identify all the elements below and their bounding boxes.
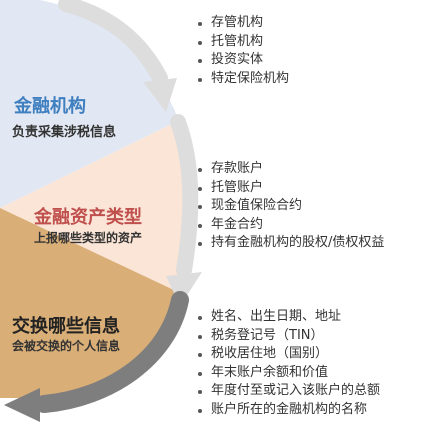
list-item: 年度付至或记入该账户的总额 bbox=[197, 382, 380, 401]
segment-3-list: 姓名、出生日期、地址 税务登记号（TIN） 税收居住地（国别） 年末账户余额和价… bbox=[197, 308, 380, 420]
segment-3-subtitle: 会被交换的个人信息 bbox=[12, 339, 121, 353]
list-item: 托管账户 bbox=[197, 179, 384, 198]
segment-2-list: 存款账户 托管账户 现金值保险合约 年金合约 持有金融机构的股权/债权权益 bbox=[197, 160, 384, 253]
list-item: 托管机构 bbox=[197, 33, 289, 52]
segment-2-subtitle: 上报哪些类型的资产 bbox=[34, 231, 143, 245]
list-item: 姓名、出生日期、地址 bbox=[197, 308, 380, 327]
list-item: 税收居住地（国别） bbox=[197, 345, 380, 364]
segment-exchange-info bbox=[0, 208, 178, 398]
segment-1-title: 金融机构 bbox=[14, 96, 86, 117]
arrow-3-head bbox=[4, 388, 40, 422]
segment-1-list: 存管机构 托管机构 投资实体 特定保险机构 bbox=[197, 14, 289, 88]
list-item: 持有金融机构的股权/债权权益 bbox=[197, 234, 384, 253]
list-item: 现金值保险合约 bbox=[197, 197, 384, 216]
arrow-2 bbox=[170, 114, 199, 278]
arrow-2-head bbox=[166, 272, 202, 306]
list-item: 特定保险机构 bbox=[197, 70, 289, 89]
segment-2-title: 金融资产类型 bbox=[34, 207, 142, 228]
arrow-3 bbox=[35, 291, 189, 413]
segment-1-subtitle: 负责采集涉税信息 bbox=[12, 125, 117, 140]
list-item: 存管机构 bbox=[197, 14, 289, 33]
list-item: 年金合约 bbox=[197, 216, 384, 235]
segment-asset-types bbox=[0, 122, 186, 292]
segment-3-title: 交换哪些信息 bbox=[12, 316, 120, 337]
list-item: 存款账户 bbox=[197, 160, 384, 179]
arrow-1 bbox=[58, 0, 168, 86]
list-item: 税务登记号（TIN） bbox=[197, 327, 380, 346]
arrow-1-head bbox=[143, 78, 177, 112]
list-item: 账户所在的金融机构的名称 bbox=[197, 401, 380, 420]
list-item: 投资实体 bbox=[197, 51, 289, 70]
list-item: 年末账户余额和价值 bbox=[197, 364, 380, 383]
